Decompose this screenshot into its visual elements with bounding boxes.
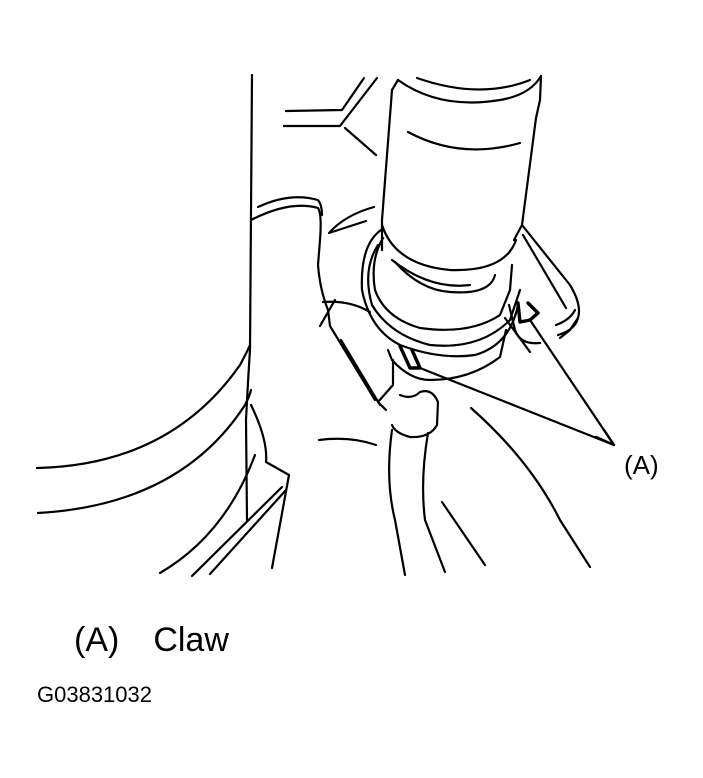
figure-id: G03831032 (37, 682, 152, 707)
claw-right (516, 301, 540, 324)
legend-label: Claw (153, 621, 229, 659)
claw-left (398, 344, 422, 370)
housing-edge (244, 73, 254, 522)
arrow-head (594, 428, 616, 447)
legend-key: (A) (74, 621, 120, 659)
claw-diagram-illustration (35, 73, 616, 578)
leader-line-left (418, 366, 616, 447)
leader-line-right (528, 318, 616, 447)
callout-label-a: (A) (624, 450, 659, 480)
legend: (A) Claw (74, 620, 229, 660)
